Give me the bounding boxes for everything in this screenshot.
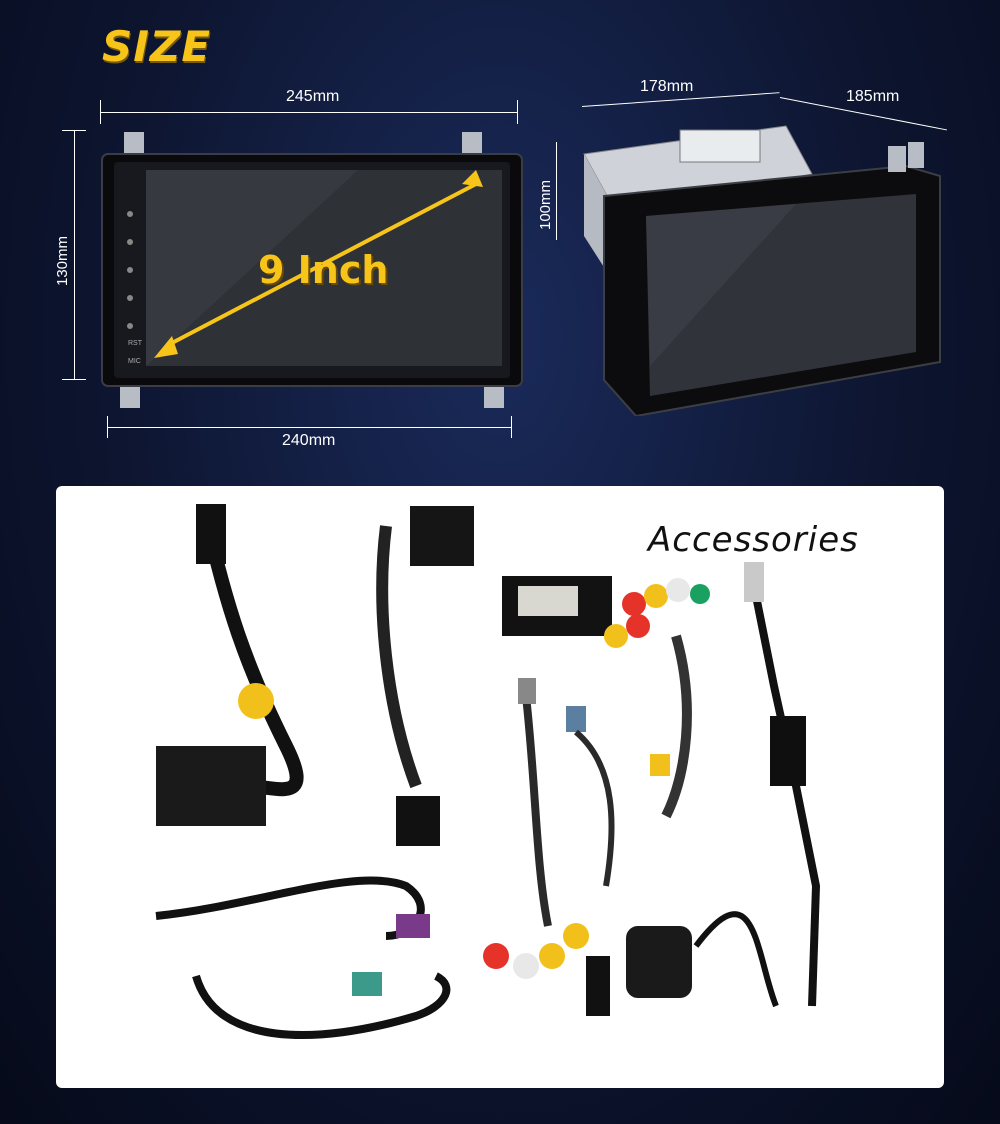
- teal-fakra-connector: [352, 972, 382, 996]
- yellow-small-connector: [650, 754, 670, 776]
- dim-tick-left-top: [62, 130, 86, 131]
- dim-label-side-depth: 185mm: [846, 88, 900, 105]
- connector-center: [410, 506, 474, 566]
- home-icon: [127, 239, 133, 245]
- dim-tick-left-bottom: [62, 379, 86, 380]
- dim-tick-bottom-left: [107, 416, 108, 438]
- dim-line-side-height: [556, 142, 557, 240]
- dim-label-front-bottom: 240mm: [282, 432, 336, 449]
- usb-connector-grey: [518, 678, 536, 704]
- mic-jack: [586, 956, 610, 1016]
- antenna-cable: [750, 585, 821, 1007]
- rca-bundle-bottom: [483, 923, 589, 979]
- dim-line-bottom: [107, 427, 512, 428]
- side-device: [583, 125, 941, 416]
- main-iso-connector: [156, 746, 266, 826]
- vol-down-icon: [127, 323, 133, 329]
- back-icon: [127, 267, 133, 273]
- front-device: [98, 132, 524, 408]
- screen-size-label: 9 Inch: [258, 248, 389, 292]
- dim-tick-top-right: [517, 100, 518, 124]
- rca-bundle-top-right: [604, 578, 710, 648]
- vol-up-icon: [127, 295, 133, 301]
- dim-line-left: [74, 130, 75, 380]
- purple-fakra-connector: [396, 914, 430, 938]
- dim-line-top: [100, 112, 518, 113]
- antenna-amplifier: [770, 716, 806, 786]
- dim-label-side-width: 178mm: [640, 78, 694, 95]
- power-icon: [127, 211, 133, 217]
- mount-tab-br: [484, 382, 504, 408]
- usb-cable-2: [192, 972, 451, 1040]
- rst-button-label: RST: [128, 340, 142, 347]
- mic-label: MIC: [128, 358, 141, 365]
- dim-tick-top-left: [100, 100, 101, 124]
- dim-label-side-height: 100mm: [537, 179, 554, 230]
- dim-label-front-height: 130mm: [54, 235, 71, 286]
- gps-antenna: [626, 926, 692, 998]
- accessories-drawing: [155, 504, 821, 1040]
- usb-cable-1: [155, 876, 425, 940]
- antenna-plug: [744, 562, 764, 602]
- connector-bottom-center: [396, 796, 440, 846]
- yellow-rca-left: [238, 683, 274, 719]
- harness-left: [199, 514, 304, 797]
- connector-top-left: [196, 504, 226, 564]
- dim-label-front-top: 245mm: [286, 88, 340, 105]
- size-title: SIZE: [102, 22, 212, 71]
- usb-connector-blue: [566, 706, 586, 732]
- accessories-title: Accessories: [648, 520, 859, 560]
- accessories-panel: Accessories: [56, 486, 944, 1088]
- mount-tab-bl: [120, 382, 140, 408]
- front-device-drawing: [101, 132, 523, 408]
- dim-tick-bottom-right: [511, 416, 512, 438]
